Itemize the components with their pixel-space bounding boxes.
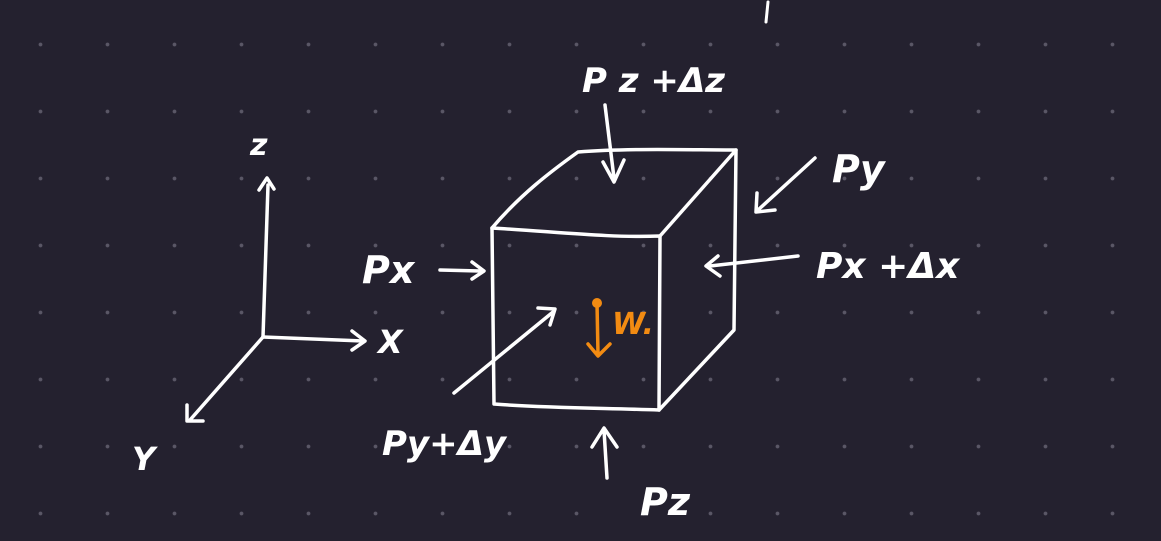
z-axis-arrowhead bbox=[257, 176, 276, 192]
arrow-top bbox=[601, 103, 626, 184]
y-axis-line bbox=[188, 335, 265, 422]
label-pressure-top: P z +Δz bbox=[582, 61, 725, 101]
x-axis-line bbox=[261, 335, 365, 343]
cube-top-face bbox=[490, 147, 738, 238]
arrow-left bbox=[438, 260, 486, 281]
fluid-element-cube bbox=[490, 147, 738, 412]
cube-right-face bbox=[657, 148, 738, 412]
arrow-bottom bbox=[590, 426, 619, 480]
label-pressure-right-back: Py bbox=[832, 147, 887, 191]
x-axis-arrowhead bbox=[350, 329, 367, 352]
label-pressure-left: Px bbox=[362, 248, 416, 292]
arrow-right bbox=[704, 254, 800, 278]
x-axis-label: X bbox=[376, 323, 404, 361]
stray-mark bbox=[764, 0, 770, 24]
label-pressure-front: Py+Δy bbox=[382, 424, 508, 464]
arrow-right-back bbox=[754, 156, 817, 214]
y-axis-label: Y bbox=[132, 440, 158, 478]
weight-indicator: W. bbox=[586, 298, 654, 358]
label-pressure-right: Px +Δx bbox=[816, 246, 961, 287]
arrow-front bbox=[452, 306, 557, 395]
coordinate-axes: z X Y bbox=[132, 128, 404, 478]
z-axis-line bbox=[261, 183, 270, 339]
pressure-arrows bbox=[438, 103, 817, 480]
pressure-labels: P z +Δz Py Px Px +Δx Py+Δy Pz bbox=[362, 61, 961, 524]
weight-arrow bbox=[586, 301, 612, 358]
z-axis-label: z bbox=[249, 128, 268, 163]
label-pressure-bottom: Pz bbox=[640, 480, 691, 524]
y-axis-arrowhead bbox=[185, 403, 205, 423]
weight-label: W. bbox=[612, 307, 654, 342]
